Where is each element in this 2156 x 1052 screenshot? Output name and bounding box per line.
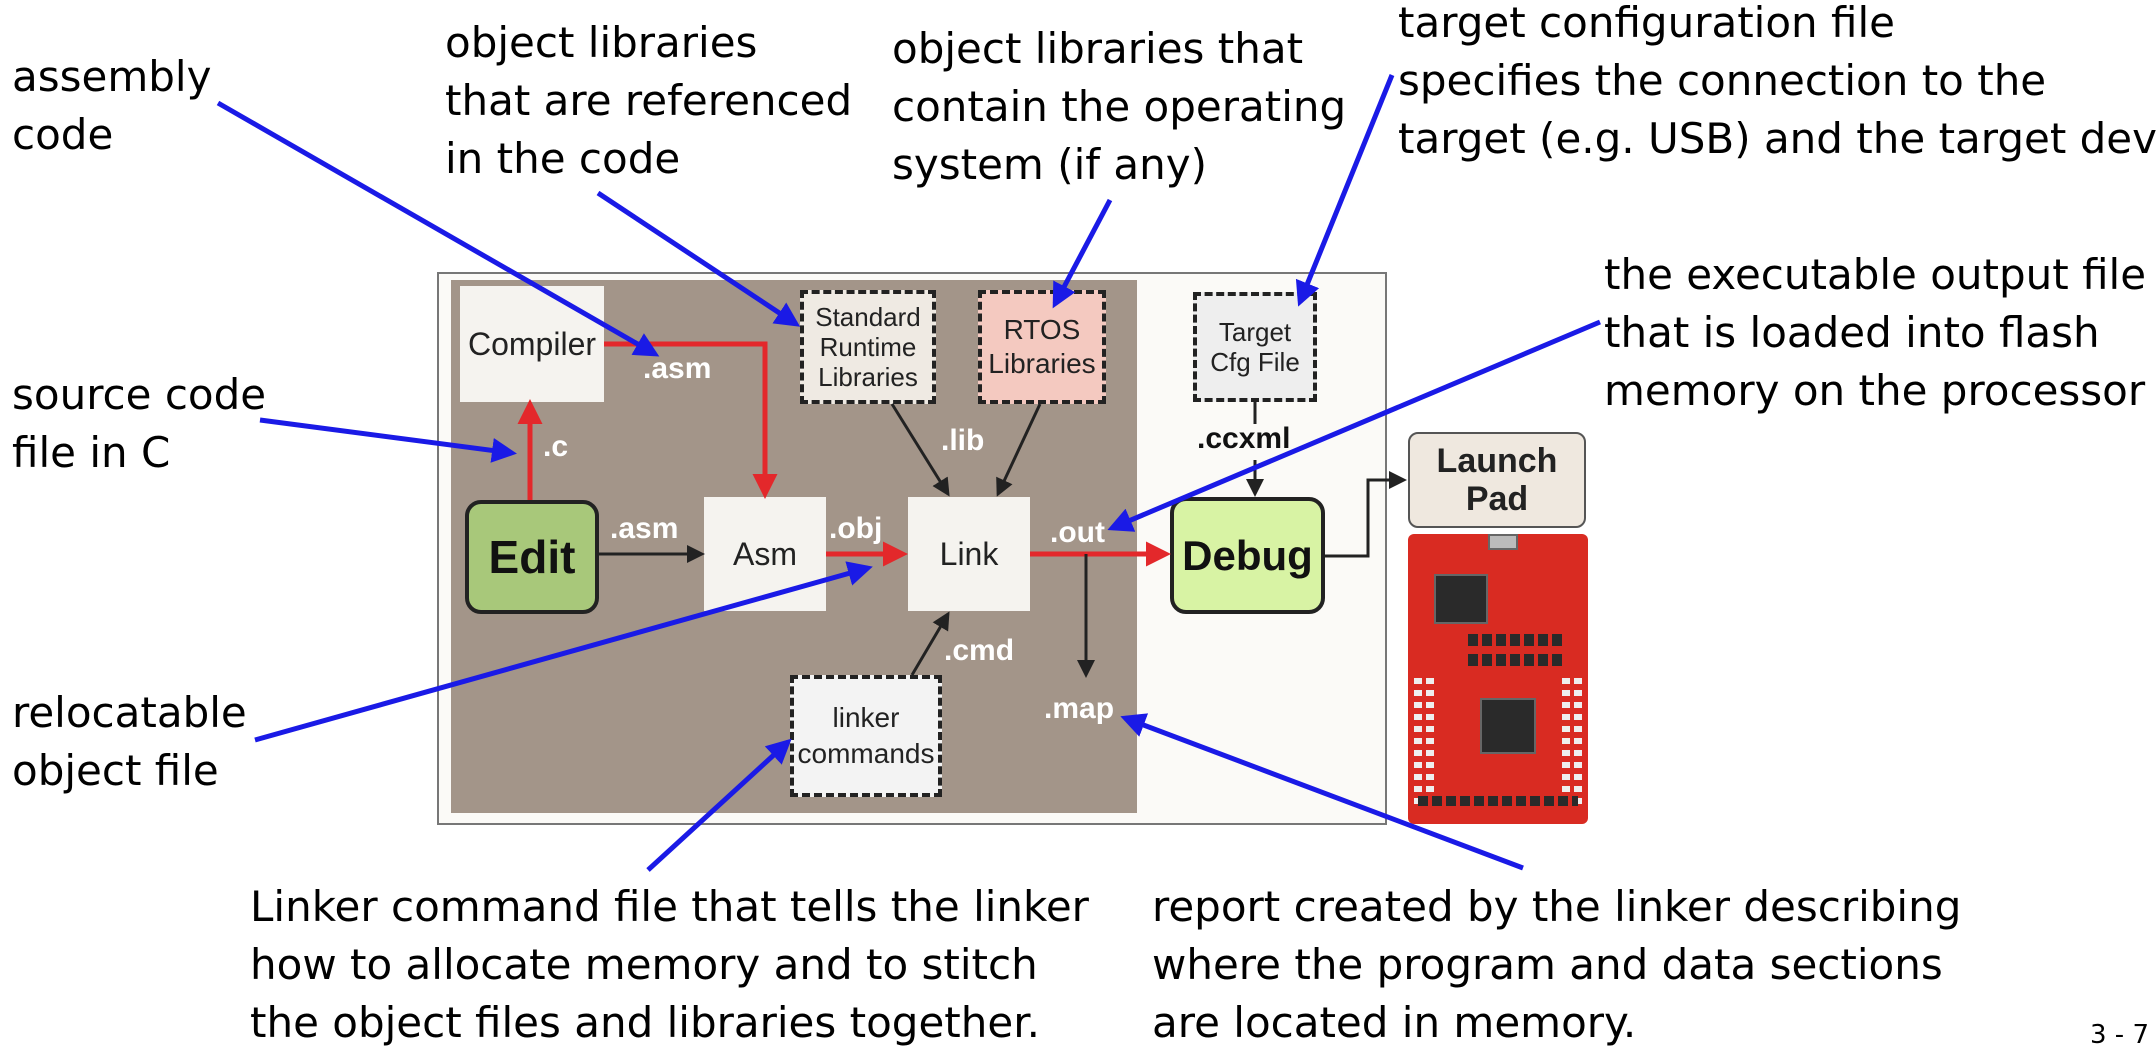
link-block: Link <box>908 497 1030 611</box>
assembly-code-annotation: assembly code <box>12 52 212 159</box>
debug-to-launchpad-arrow <box>1325 471 1407 558</box>
standard-runtime-libraries-block: Standard Runtime Libraries <box>800 290 936 404</box>
mcu-chip <box>1434 574 1488 624</box>
executable-output-pointer <box>1107 319 1601 532</box>
ext-cmd: .cmd <box>944 634 1015 667</box>
source-code-annotation: source code file in C <box>12 370 267 477</box>
rtos-pointer <box>1052 198 1113 309</box>
linker-command-annotation: Linker command file that tells the linke… <box>250 882 1089 1047</box>
target-mcu-chip <box>1480 698 1536 754</box>
relocatable-object-pointer <box>254 561 873 743</box>
assembly-code-pointer <box>216 100 660 357</box>
pin-header-left <box>1414 674 1422 804</box>
asm-block: Asm <box>704 497 826 611</box>
jumper-header-2 <box>1468 654 1564 666</box>
object-libraries-referenced-annotation: object libraries that are referenced in … <box>445 18 853 183</box>
rtos-libraries-block: RTOS Libraries <box>978 290 1106 404</box>
pin-header-left-2 <box>1426 674 1434 804</box>
usb-connector <box>1488 534 1518 550</box>
ext-map: .map <box>1044 692 1115 725</box>
ext-lib: .lib <box>941 424 985 457</box>
compiler-to-asm-arrow <box>604 341 778 499</box>
black-flow-arrows <box>599 402 1407 678</box>
stdlib-to-link-arrow <box>890 403 950 497</box>
source-code-pointer <box>259 417 517 463</box>
ext-c: .c <box>543 430 569 463</box>
ext-ccxml: .ccxml <box>1197 422 1291 455</box>
ext-asm-edit-output: .asm <box>610 512 679 545</box>
cmd-to-link-arrow <box>910 611 950 676</box>
ext-obj: .obj <box>829 512 883 545</box>
map-report-annotation: report created by the linker describing … <box>1152 882 1962 1047</box>
linker-command-pointer <box>646 738 792 872</box>
ext-asm-compiler-output: .asm <box>643 352 712 385</box>
ext-out: .out <box>1050 516 1105 549</box>
linker-commands-block: linker commands <box>790 675 942 797</box>
pin-header-right <box>1562 674 1570 804</box>
launch-pad-block: Launch Pad <box>1408 432 1586 528</box>
target-cfg-file-block: Target Cfg File <box>1193 292 1317 402</box>
map-report-pointer <box>1120 713 1524 871</box>
jumper-header <box>1468 634 1564 646</box>
debug-block: Debug <box>1170 497 1325 614</box>
object-libraries-os-annotation: object libraries that contain the operat… <box>892 24 1347 189</box>
pin-header-right-2 <box>1574 674 1582 804</box>
rtos-to-link-arrow <box>996 403 1042 497</box>
target-cfg-pointer <box>1295 74 1395 307</box>
edit-block: Edit <box>465 500 599 614</box>
page-number: 3 - 7 <box>2090 1020 2149 1050</box>
executable-output-annotation: the executable output file that is loade… <box>1604 250 2147 415</box>
bottom-header <box>1418 796 1578 806</box>
object-libraries-pointer <box>596 190 801 327</box>
blue-annotation-arrows <box>216 74 1601 872</box>
target-config-annotation: target configuration file specifies the … <box>1398 0 2156 163</box>
launchpad-board-image <box>1408 534 1588 824</box>
relocatable-object-annotation: relocatable object file <box>12 688 247 795</box>
compiler-block: Compiler <box>460 286 604 402</box>
red-flow-arrows <box>517 341 1171 567</box>
